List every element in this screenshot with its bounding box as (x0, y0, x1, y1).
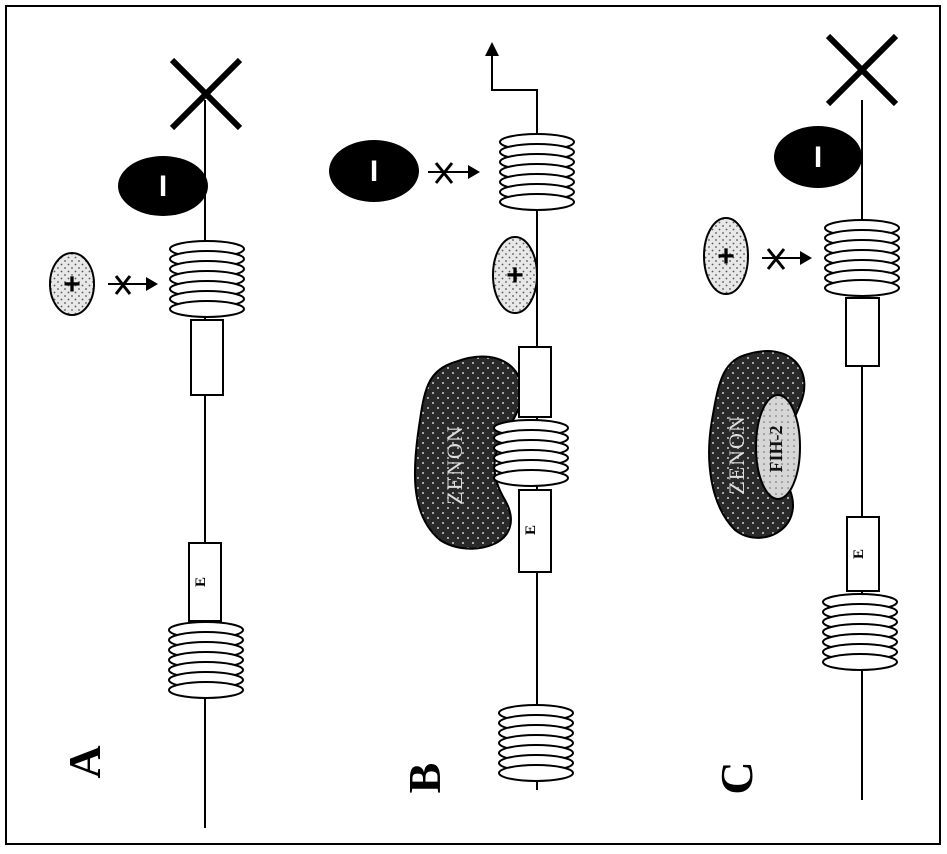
panel-c: I + ZENON FIH-2 (703, 33, 900, 800)
figure-frame (5, 5, 941, 845)
svg-text:E: E (851, 549, 867, 559)
repressor-protein: I (329, 140, 419, 202)
svg-text:ZENON: ZENON (724, 415, 749, 495)
activator-protein: + (492, 236, 538, 314)
nucleosome (824, 219, 900, 297)
svg-text:+: + (63, 268, 81, 301)
enhancer-element: E (188, 542, 222, 622)
panel-label-c: C (711, 761, 762, 794)
repressor-protein: I (118, 156, 208, 216)
panel-label-a: A (59, 745, 110, 778)
svg-text:+: + (717, 240, 735, 273)
nucleosome (493, 419, 569, 487)
panel-a: I + E (49, 57, 245, 828)
blocked-transcription-x (825, 33, 899, 107)
enhancer-element: E (846, 516, 880, 592)
nucleosome (169, 240, 245, 318)
svg-text:I: I (159, 170, 167, 203)
zenon-protein: ZENON (413, 355, 523, 550)
transcription-start-arrow (485, 42, 538, 95)
svg-text:ZENON: ZENON (442, 425, 467, 505)
nucleosome (168, 621, 244, 699)
gene-element (518, 346, 552, 418)
fih2-protein: FIH-2 (755, 394, 801, 500)
blocked-transcription-x (169, 57, 243, 131)
blocked-arrow (108, 275, 158, 295)
svg-text:I: I (370, 155, 378, 188)
nucleosome (822, 593, 898, 671)
panel-label-b: B (399, 763, 450, 794)
gene-element (190, 319, 224, 396)
activator-protein: + (703, 217, 749, 295)
nucleosome (499, 133, 575, 211)
svg-text:FIH-2: FIH-2 (766, 426, 786, 473)
svg-text:E: E (193, 577, 209, 587)
svg-text:I: I (814, 141, 822, 174)
svg-text:E: E (523, 525, 539, 535)
activator-protein: + (49, 252, 95, 316)
repressor-protein: I (774, 126, 862, 188)
enhancer-element: E (518, 489, 552, 573)
svg-text:+: + (506, 259, 524, 292)
blocked-arrow (762, 248, 812, 270)
nucleosome (498, 704, 574, 782)
blocked-arrow (428, 162, 480, 184)
gene-element (845, 297, 880, 367)
panel-b: I + ZENON (329, 42, 575, 794)
